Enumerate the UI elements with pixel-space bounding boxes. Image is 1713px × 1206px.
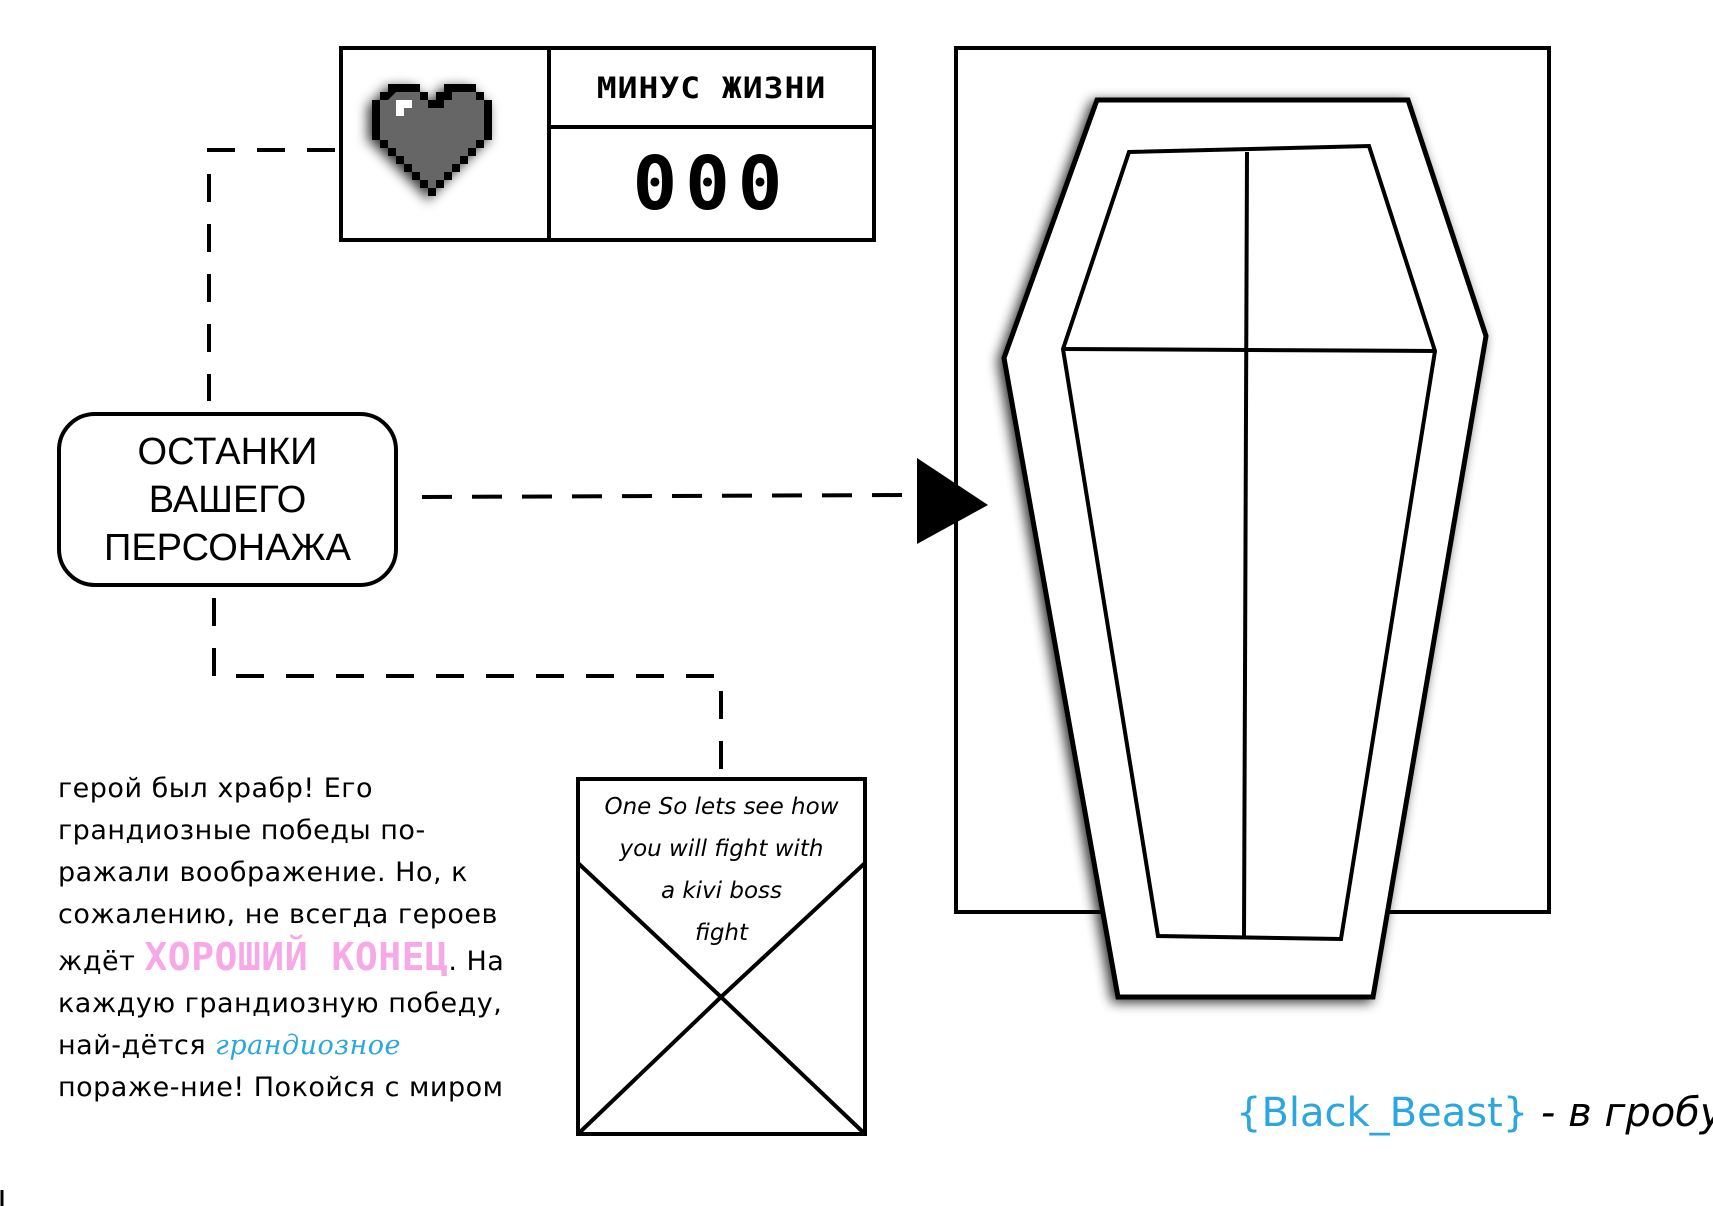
player-name: {Black_Beast}: [1236, 1090, 1529, 1136]
arrow-head-icon: [917, 458, 988, 544]
envelope-note: One So lets see how you will fight with …: [580, 786, 863, 954]
remains-line: ВАШЕГО: [148, 478, 307, 521]
remains-label: ОСТАНКИ ВАШЕГО ПЕРСОНАЖА: [59, 414, 396, 585]
note-line: fight: [694, 920, 749, 946]
story-text: . На каждую грандиозную победу, най-дётс…: [58, 946, 505, 1061]
story-text: герой был храбр! Его грандиозные победы …: [58, 773, 498, 977]
envelope-icon: [576, 777, 867, 1136]
pixel-heart-icon: [372, 84, 492, 196]
caption: {Black_Beast} - в гробу: [1236, 1090, 1713, 1136]
story-paragraph: герой был храбр! Его грандиозные победы …: [58, 768, 508, 1109]
caption-text: - в гробу: [1528, 1090, 1713, 1136]
dashed-connector-top: [207, 148, 335, 401]
lives-label: МИНУС ЖИЗНИ: [596, 69, 827, 105]
dashed-arrow-line: [421, 493, 906, 499]
remains-line: ОСТАНКИ: [137, 430, 318, 473]
grand-highlight: грандиозное: [215, 1030, 401, 1061]
remains-box: [57, 412, 398, 587]
lives-count: 000: [632, 140, 791, 227]
good-ending-highlight: ХОРОШИЙ КОНЕЦ: [144, 935, 449, 979]
story-text: пораже-ние! Покойся с миром: [58, 1072, 504, 1103]
coffin-icon: [1001, 97, 1489, 1000]
dashed-connector-bottom: [212, 598, 723, 769]
note-line: a kivi boss: [660, 878, 783, 904]
remains-line: ПЕРСОНАЖА: [104, 526, 351, 569]
note-line: One So lets see how: [604, 794, 839, 820]
note-line: you will fight with: [619, 836, 824, 862]
